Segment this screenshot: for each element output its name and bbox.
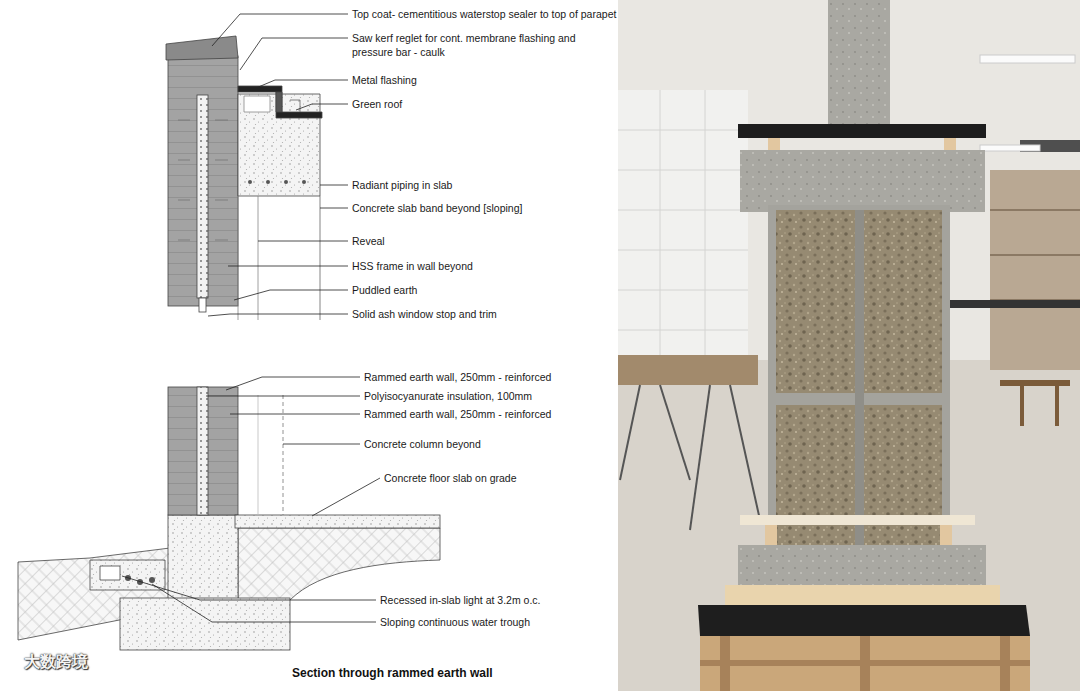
callout-label: Concrete column beyond [364, 437, 481, 451]
leader-line [152, 584, 376, 622]
leader-line [296, 104, 348, 110]
watermark: 大数跨境 [24, 652, 88, 673]
caption: Section through rammed earth wall [292, 666, 493, 680]
callout-label: Solid ash window stop and trim [352, 307, 497, 321]
callout-label: Rammed earth wall, 250mm - reinforced [364, 370, 551, 384]
leader-line [234, 290, 348, 300]
callout-label: Top coat- cementitious waterstop sealer … [352, 7, 616, 21]
leader-line [258, 241, 348, 242]
callout-label: Sloping continuous water trough [380, 615, 530, 629]
leader-line [208, 314, 348, 316]
callout-label: Radiant piping in slab [352, 178, 452, 192]
leader-line [212, 14, 348, 46]
leader-line [320, 208, 348, 209]
leader-line [228, 266, 348, 267]
callout-label: Saw kerf reglet for cont. membrane flash… [352, 31, 614, 59]
callout-label: Concrete floor slab on grade [384, 471, 517, 485]
callout-label: Metal flashing [352, 73, 417, 87]
leader-line [206, 396, 360, 397]
callout-label: Green roof [352, 97, 402, 111]
leader-line [320, 185, 348, 186]
callout-label: HSS frame in wall beyond [352, 259, 473, 273]
callout-label: Recessed in-slab light at 3.2m o.c. [380, 593, 541, 607]
callout-label: Rammed earth wall, 250mm - reinforced [364, 407, 551, 421]
leader-line [122, 576, 376, 600]
callout-label: Puddled earth [352, 283, 417, 297]
callout-label: Concrete slab band beyond [sloping] [352, 201, 522, 215]
leader-line [312, 478, 380, 516]
leader-line [226, 377, 360, 390]
callout-label: Polyisocyanurate insulation, 100mm [364, 389, 532, 403]
callout-label: Reveal [352, 234, 385, 248]
leader-line [256, 80, 348, 88]
leader-line [230, 414, 360, 415]
leader-line [240, 38, 348, 70]
leader-line [283, 444, 360, 445]
